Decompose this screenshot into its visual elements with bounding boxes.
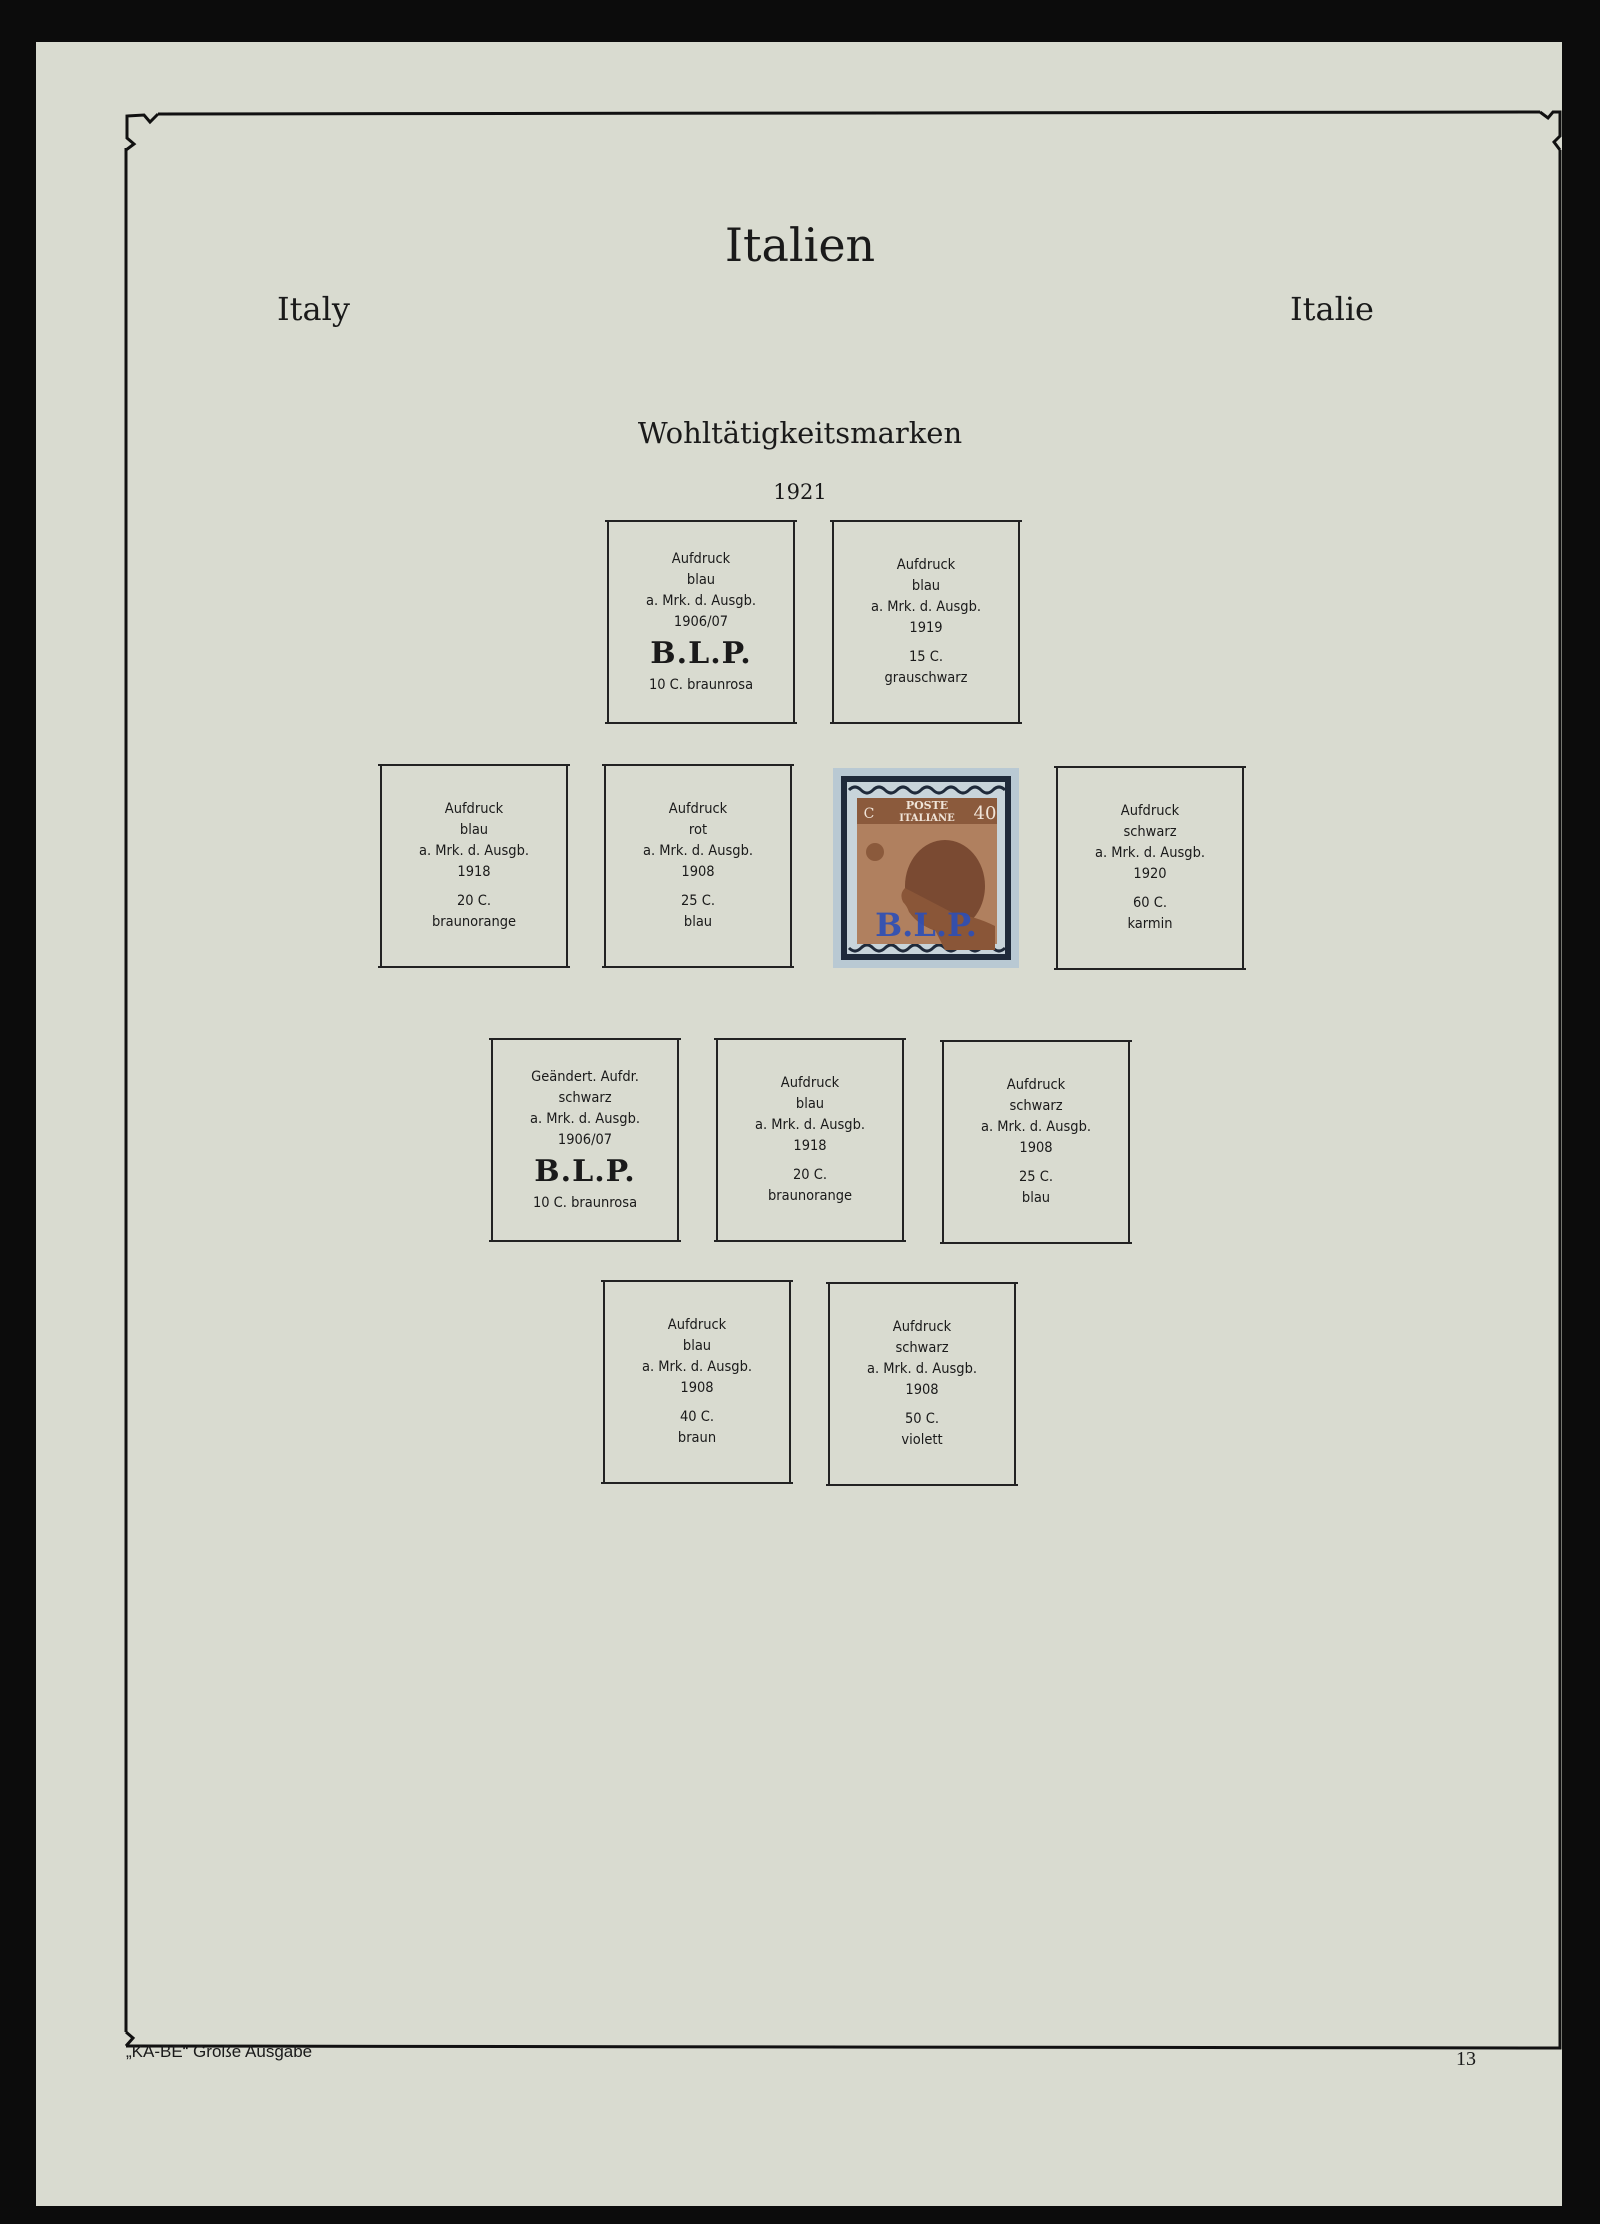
caption-line: braunorange	[431, 914, 517, 930]
caption-line: 1908	[681, 864, 715, 880]
mount-caption: Aufdruck schwarz a. Mrk. d. Ausgb. 1920 60 C…	[1058, 766, 1242, 970]
section-title: Wohltätigkeitsmarken	[637, 416, 963, 450]
caption-line: karmin	[1127, 916, 1173, 932]
caption-line: a. Mrk. d. Ausgb.	[867, 1361, 977, 1377]
caption-line: 1918	[793, 1138, 827, 1154]
caption-line: schwarz	[895, 1340, 949, 1356]
caption-line: a. Mrk. d. Ausgb.	[530, 1110, 640, 1127]
caption-line: 1906/07	[557, 1131, 613, 1148]
stamp-mount-box: Aufdruck schwarz a. Mrk. d. Ausgb. 1908 25 C…	[940, 1040, 1132, 1244]
caption-line: Aufdruck	[892, 1319, 952, 1335]
subtitle-french: Italie	[1290, 290, 1374, 328]
caption-line: 25 C.	[681, 893, 715, 909]
caption-line: 20 C.	[793, 1167, 827, 1183]
mount-caption: Aufdruck blau a. Mrk. d. Ausgb. 1908 40 C. br…	[605, 1280, 789, 1484]
caption-line: 1906/07	[673, 613, 729, 630]
caption-line: blau	[683, 914, 713, 930]
caption-line: blau	[795, 1096, 825, 1112]
caption-line: blau	[911, 578, 941, 594]
caption-line: braunorange	[767, 1188, 853, 1204]
caption-line: violett	[901, 1432, 943, 1448]
caption-line: Geändert. Aufdr.	[531, 1068, 639, 1085]
caption-line: a. Mrk. d. Ausgb.	[755, 1117, 865, 1133]
mount-caption: Geändert. Aufdr. schwarz a. Mrk. d. Ausgb.…	[493, 1038, 677, 1242]
caption-line: schwarz	[1123, 824, 1177, 840]
caption-line: braun	[677, 1430, 717, 1446]
caption-line: blau	[459, 822, 489, 838]
stamp-mount-box: Aufdruck blau a. Mrk. d. Ausgb. 1918 20 C. br…	[714, 1038, 906, 1242]
caption-line: schwarz	[558, 1089, 612, 1106]
subtitle-english: Italy	[277, 290, 350, 328]
caption-line: grauschwarz	[884, 670, 968, 686]
caption-line: Aufdruck	[1120, 803, 1180, 819]
mount-caption: Aufdruck blau a. Mrk. d. Ausgb. 1918 20 C. br…	[382, 764, 566, 968]
caption-line: Aufdruck	[1006, 1077, 1066, 1093]
caption-line: Aufdruck	[668, 801, 728, 817]
caption-line: Aufdruck	[780, 1075, 840, 1091]
caption-line: blau	[682, 1338, 712, 1354]
stamp-mount-box: Geändert. Aufdr. schwarz a. Mrk. d. Ausgb.…	[489, 1038, 681, 1242]
svg-text:C: C	[864, 806, 875, 822]
caption-line: blau	[1021, 1190, 1051, 1206]
caption-line: a. Mrk. d. Ausgb.	[871, 599, 981, 615]
caption-line: 15 C.	[909, 649, 943, 665]
caption-line: 1920	[1133, 866, 1167, 882]
stamp-mount-box: Aufdruck blau a. Mrk. d. Ausgb. 1919 15 C. gr…	[830, 520, 1022, 724]
caption-line: 60 C.	[1133, 895, 1167, 911]
caption-line: a. Mrk. d. Ausgb.	[646, 592, 756, 609]
caption-line: a. Mrk. d. Ausgb.	[419, 843, 529, 859]
caption-line: Aufdruck	[671, 550, 731, 567]
svg-text:ITALIANE: ITALIANE	[899, 813, 955, 824]
caption-line: 25 C.	[1019, 1169, 1053, 1185]
caption-line: 1918	[457, 864, 491, 880]
caption-line: B.L.P.	[534, 1153, 636, 1189]
caption-line: a. Mrk. d. Ausgb.	[981, 1119, 1091, 1135]
caption-line: Aufdruck	[667, 1317, 727, 1333]
caption-line: Aufdruck	[896, 557, 956, 573]
caption-line: 1919	[909, 620, 943, 636]
mount-caption: Aufdruck schwarz a. Mrk. d. Ausgb. 1908 50 C…	[830, 1282, 1014, 1486]
caption-line: 1908	[680, 1380, 714, 1396]
page-title: Italien	[724, 218, 876, 272]
mount-caption: Aufdruck blau a. Mrk. d. Ausgb. 1919 15 C. gr…	[834, 520, 1018, 724]
stamp-mount-box: Aufdruck schwarz a. Mrk. d. Ausgb. 1920 60 C…	[1054, 766, 1246, 970]
stamp-mount-box: Aufdruck rot a. Mrk. d. Ausgb. 1908 25 C. bla…	[602, 764, 794, 968]
caption-line: schwarz	[1009, 1098, 1063, 1114]
caption-line: Aufdruck	[444, 801, 504, 817]
caption-line: blau	[686, 571, 716, 588]
page-number: 13	[1456, 2048, 1476, 2070]
stamp-label: POSTE	[906, 799, 948, 812]
stamp-mount-box: Aufdruck blau a. Mrk. d. Ausgb. 1908 40 C. br…	[601, 1280, 793, 1484]
mount-caption: Aufdruck blau a. Mrk. d. Ausgb. 1918 20 C. br…	[718, 1038, 902, 1242]
stamp-overprint: B.L.P.	[875, 906, 977, 944]
caption-line: 20 C.	[457, 893, 491, 909]
caption-line: a. Mrk. d. Ausgb.	[643, 843, 753, 859]
stamp-mount-box: Aufdruck blau a. Mrk. d. Ausgb. 1918 20 C. br…	[378, 764, 570, 968]
caption-line: 50 C.	[905, 1411, 939, 1427]
caption-line: 1908	[1019, 1140, 1053, 1156]
caption-line: B.L.P.	[650, 635, 752, 671]
stamp-mount-box: Aufdruck schwarz a. Mrk. d. Ausgb. 1908 50 C…	[826, 1282, 1018, 1486]
caption-line: 10 C. braunrosa	[648, 676, 754, 693]
caption-line: a. Mrk. d. Ausgb.	[1095, 845, 1205, 861]
caption-line: rot	[688, 822, 708, 838]
issue-year: 1921	[773, 480, 827, 504]
caption-line: 10 C. braunrosa	[532, 1194, 638, 1211]
caption-line: 1908	[905, 1382, 939, 1398]
caption-line: 40 C.	[680, 1409, 714, 1425]
mount-caption: Aufdruck rot a. Mrk. d. Ausgb. 1908 25 C. bla…	[606, 764, 790, 968]
stamp-image: POSTE ITALIANE C 40 B.L.P.	[833, 768, 1019, 968]
caption-line: a. Mrk. d. Ausgb.	[642, 1359, 752, 1375]
publisher-footer: „KA-BE“ Große Ausgabe	[126, 2042, 313, 2061]
stamp-value: 40	[974, 803, 997, 824]
mount-caption: Aufdruck schwarz a. Mrk. d. Ausgb. 1908 25 C…	[944, 1040, 1128, 1244]
